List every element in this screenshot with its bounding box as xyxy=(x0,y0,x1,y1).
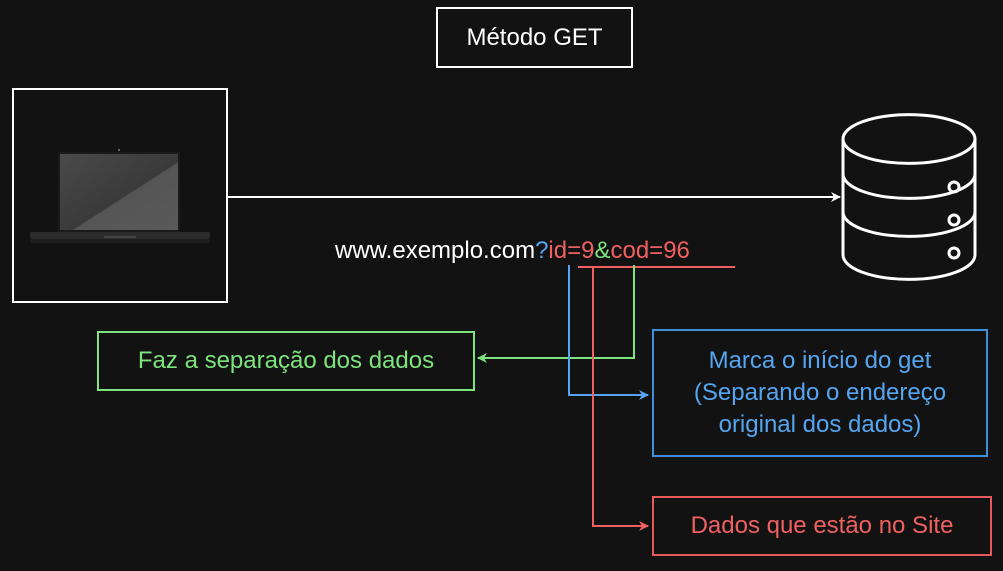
diagram-title: Método GET xyxy=(466,23,603,51)
client-frame xyxy=(12,88,228,303)
url-base: www.exemplo.com xyxy=(335,237,536,264)
get-start-line-2: (Separando o endereço xyxy=(693,379,947,406)
red-connector xyxy=(592,267,649,531)
url-question-mark: ? xyxy=(535,237,549,264)
title-box: Método GET xyxy=(436,7,633,68)
blue-connector xyxy=(568,265,649,400)
url-ampersand: & xyxy=(594,237,611,264)
laptop-icon xyxy=(30,149,210,243)
separation-label: Faz a separação dos dados xyxy=(137,347,435,374)
separation-box: Faz a separação dos dados xyxy=(97,331,475,391)
url-param-id: id=9 xyxy=(548,237,595,264)
request-url: www.exemplo.com?id=9&cod=96 xyxy=(335,237,690,265)
database-icon xyxy=(841,113,977,281)
get-start-box: Marca o início do get (Separando o ender… xyxy=(652,329,988,457)
green-connector xyxy=(477,265,635,363)
get-start-line-3: original dos dados) xyxy=(718,411,922,438)
site-data-label: Dados que estão no Site xyxy=(690,512,954,539)
get-start-line-1: Marca o início do get xyxy=(708,347,932,374)
site-data-box: Dados que estão no Site xyxy=(652,496,992,556)
url-param-cod: cod=96 xyxy=(610,237,690,264)
